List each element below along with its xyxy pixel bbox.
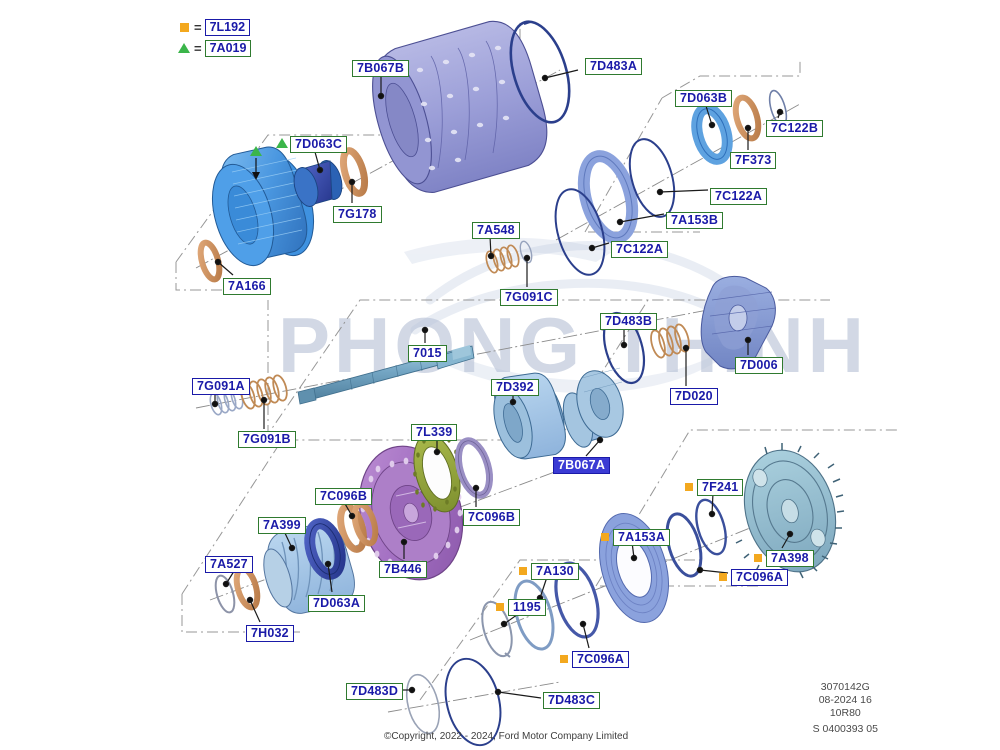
part-label-7D392[interactable]: 7D392 <box>491 379 539 396</box>
legend-part-7L192[interactable]: 7L192 <box>204 18 251 36</box>
part-label-7B067B[interactable]: 7B067B <box>352 60 410 77</box>
part-7D063A <box>304 518 346 580</box>
part-label-7015[interactable]: 7015 <box>408 345 447 362</box>
part-label-7C122A-top[interactable]: 7C122A <box>710 188 768 205</box>
watermark-text: PHONG THINH <box>278 301 868 389</box>
part-label-7C096B-left[interactable]: 7C096B <box>315 488 373 505</box>
part-label-7G091A[interactable]: 7G091A <box>192 378 250 395</box>
part-label-1195[interactable]: 1195 <box>508 599 546 616</box>
part-label-7C122B[interactable]: 7C122B <box>766 120 824 137</box>
part-7D483D <box>405 673 441 735</box>
part-label-7A130[interactable]: 7A130 <box>531 563 579 580</box>
part-7A527 <box>214 574 236 614</box>
part-label-7D483B[interactable]: 7D483B <box>600 313 658 330</box>
part-7C096B-left <box>337 503 367 553</box>
orange-square-marker-1195 <box>496 603 504 611</box>
doc-sheet: S 0400393 05 <box>812 723 878 735</box>
part-7C122A-mid <box>554 188 606 276</box>
part-7D063B <box>691 103 733 165</box>
orange-square-marker-7C096A-bottom <box>560 655 568 663</box>
part-label-7D483D[interactable]: 7D483D <box>346 683 404 700</box>
green-triangle-marker-7A019 <box>250 146 262 156</box>
part-label-7D063C[interactable]: 7D063C <box>290 136 348 153</box>
part-7A153A <box>599 512 669 624</box>
doc-model: 10R80 <box>829 707 861 719</box>
legend-equals-0: = <box>194 19 202 35</box>
part-label-7A398[interactable]: 7A398 <box>766 550 814 567</box>
part-7G091C <box>519 240 533 264</box>
orange-square-icon <box>176 22 192 32</box>
green-triangle-marker-7D063C <box>276 138 288 148</box>
legend-row-1: = 7A019 <box>176 39 252 57</box>
part-label-7A153A[interactable]: 7A153A <box>613 529 671 546</box>
part-label-7A153B[interactable]: 7A153B <box>666 212 724 229</box>
part-label-7D006[interactable]: 7D006 <box>735 357 783 374</box>
part-7A153B <box>577 150 639 244</box>
part-7D006 <box>700 275 777 370</box>
part-label-7C096A-right[interactable]: 7C096A <box>731 569 789 586</box>
document-info-block: 3070142G 08-2024 16 10R80 S 0400393 05 <box>813 681 878 736</box>
part-label-7C122A-mid[interactable]: 7C122A <box>611 241 669 258</box>
doc-number: 3070142G <box>820 681 870 693</box>
part-7B067B <box>372 20 548 193</box>
part-label-7D063A[interactable]: 7D063A <box>308 595 366 612</box>
part-7C096B-right <box>454 437 494 499</box>
orange-square-marker-7C096A-right <box>719 573 727 581</box>
part-label-7C096B-right[interactable]: 7C096B <box>463 509 521 526</box>
part-label-7B067A[interactable]: 7B067A <box>553 457 611 474</box>
part-7015 <box>297 345 475 405</box>
part-7A548 <box>485 244 520 274</box>
part-7C096B-washer2 <box>351 501 379 547</box>
orange-square-marker-7A153A <box>601 533 609 541</box>
legend-row-0: = 7L192 <box>176 18 251 36</box>
part-7C122A-top <box>628 138 676 218</box>
part-7G178 <box>339 147 369 197</box>
part-7A166-clutch-hub <box>212 146 314 267</box>
legend-equals-1: = <box>194 40 202 56</box>
part-label-7G091B[interactable]: 7G091B <box>238 431 296 448</box>
part-7D483A <box>509 20 571 124</box>
part-label-7F241[interactable]: 7F241 <box>697 479 744 496</box>
orange-square-marker-7A398 <box>754 554 762 562</box>
part-label-7D020[interactable]: 7D020 <box>670 388 718 405</box>
part-label-7A548[interactable]: 7A548 <box>472 222 520 239</box>
part-label-7D063B[interactable]: 7D063B <box>675 90 733 107</box>
part-label-7A166[interactable]: 7A166 <box>223 278 271 295</box>
part-label-7F373[interactable]: 7F373 <box>730 152 777 169</box>
part-label-7H032[interactable]: 7H032 <box>246 625 294 642</box>
part-7A166 <box>197 239 223 283</box>
part-label-7G178[interactable]: 7G178 <box>333 206 382 223</box>
part-7F373 <box>732 94 762 142</box>
part-7B067A <box>562 367 624 448</box>
part-label-7G091C[interactable]: 7G091C <box>500 289 558 306</box>
orange-square-marker-7A130 <box>519 567 527 575</box>
part-label-7C096A-bottom[interactable]: 7C096A <box>572 651 630 668</box>
part-label-7D483C[interactable]: 7D483C <box>543 692 601 709</box>
part-7D063C <box>293 160 343 207</box>
copyright-text: ©Copyright, 2022 - 2024, Ford Motor Comp… <box>384 731 629 742</box>
part-label-7A527[interactable]: 7A527 <box>205 556 253 573</box>
legend-part-7A019[interactable]: 7A019 <box>204 39 252 57</box>
orange-square-marker-7F241 <box>685 483 693 491</box>
green-triangle-icon <box>176 43 192 53</box>
part-label-7L339[interactable]: 7L339 <box>411 424 458 441</box>
part-7F241 <box>695 498 727 556</box>
part-7L339 <box>413 433 461 513</box>
part-label-7A399[interactable]: 7A399 <box>258 517 306 534</box>
doc-date: 08-2024 16 <box>818 694 872 706</box>
part-label-7B446[interactable]: 7B446 <box>379 561 427 578</box>
part-label-7D483A[interactable]: 7D483A <box>585 58 643 75</box>
legend: = 7L192 = 7A019 <box>176 18 252 60</box>
